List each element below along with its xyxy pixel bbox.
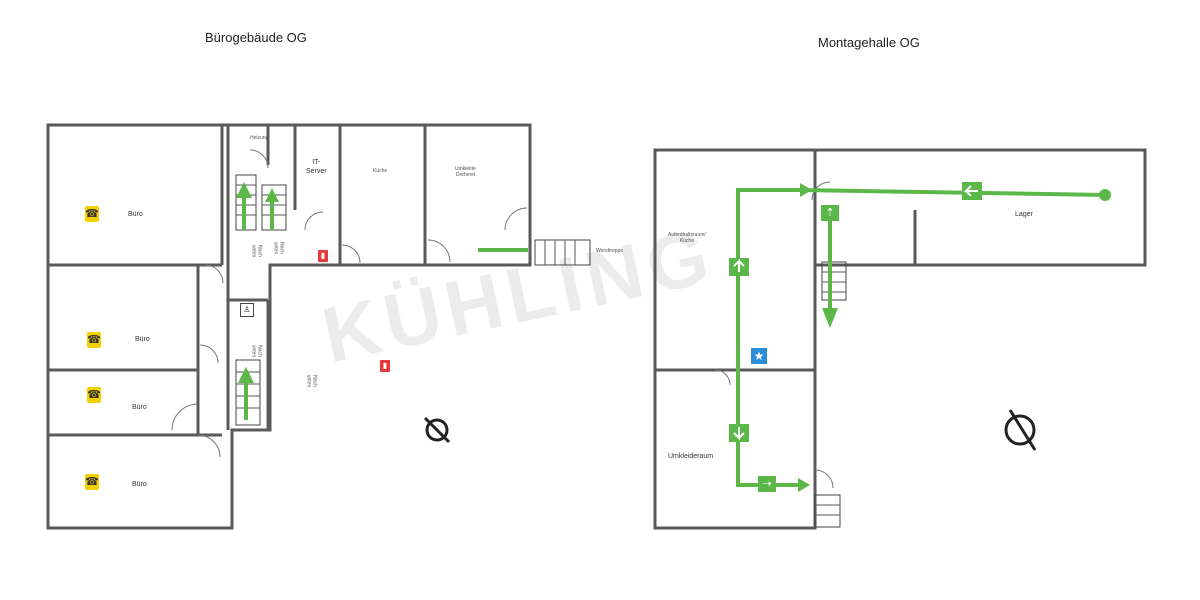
room-buero-2: Büro — [135, 336, 150, 343]
compass-icon-office — [423, 416, 451, 444]
compass-icon-hall — [1004, 409, 1037, 451]
label-wendtreppe: Wendtreppe — [596, 248, 624, 254]
label-nach-unten-2: Nach unten — [250, 244, 263, 258]
label-nach-unten-hallway: Nach unten — [305, 374, 318, 388]
hall-outer-wall — [653, 148, 1147, 530]
room-it-server: IT- Server — [306, 159, 327, 175]
label-nach-unten-3: Nach unten — [250, 344, 263, 358]
emergency-exit-icon: ⇡ — [821, 205, 839, 221]
phone-icon: ☎ — [85, 474, 99, 490]
phone-icon: ☎ — [87, 387, 101, 403]
room-lager: Lager — [1015, 211, 1033, 218]
phone-icon: ☎ — [85, 206, 99, 222]
fire-extinguisher-icon: ▮ — [380, 360, 390, 372]
fire-extinguisher-icon: ▮ — [318, 250, 328, 262]
office-outer-wall — [46, 123, 532, 530]
first-aid-icon: ★ — [751, 348, 767, 364]
room-buero-3: Büro — [132, 404, 147, 411]
room-aufenthaltsraum: Aufenthaltsraum/ Küche — [668, 232, 706, 244]
office-plan-title: Bürogebäude OG — [205, 30, 307, 45]
office-escape-route — [236, 182, 528, 420]
phone-icon: ☎ — [87, 332, 101, 348]
room-buero-4: Büro — [132, 481, 147, 488]
room-umkleide-dreherei: Umkleide Dreherei — [455, 166, 476, 178]
route-arrow-signs — [729, 182, 982, 442]
label-nach-unten-1: Nach unten — [272, 241, 285, 255]
room-heizung: Heizung — [250, 135, 269, 141]
emergency-exit-icon: ⇢ — [758, 476, 776, 492]
room-buero-1: Büro — [128, 211, 143, 218]
wc-icon: ♙ — [240, 303, 254, 317]
room-kueche: Küche — [373, 168, 388, 174]
room-umkleideraum: Umkleideraum — [668, 453, 714, 460]
hall-escape-route — [736, 188, 1106, 487]
hall-plan-title: Montagehalle OG — [818, 35, 920, 50]
